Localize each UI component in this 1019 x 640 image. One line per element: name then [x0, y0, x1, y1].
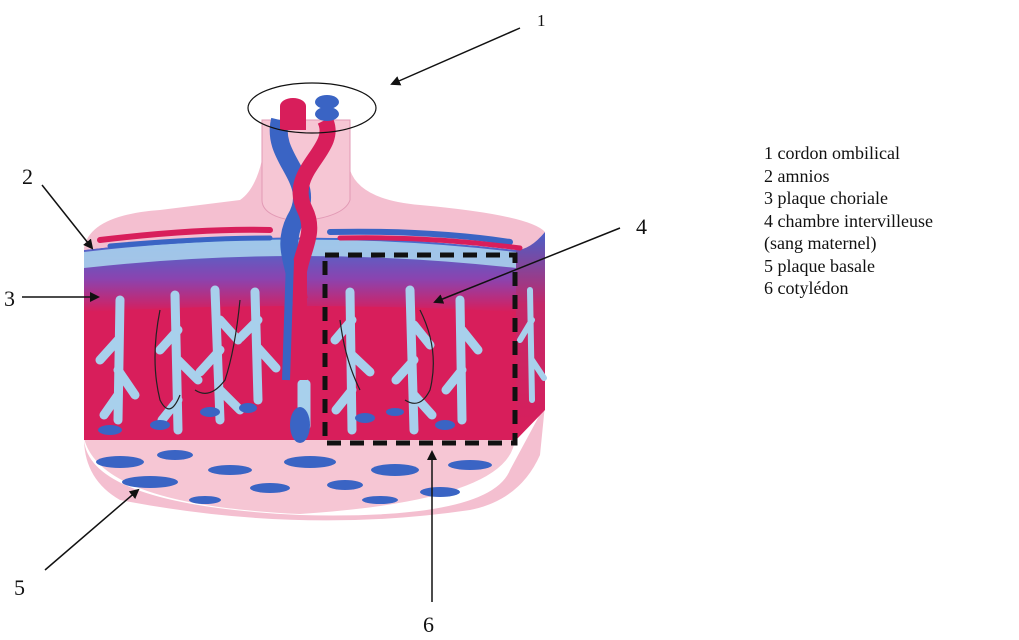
legend-item-amnios: 2 amnios: [764, 165, 933, 188]
arrow-5: [45, 490, 138, 570]
arrow-1: [392, 28, 520, 84]
arrow-2: [42, 185, 92, 248]
legend-item-chambre-intervilleuse: 4 chambre intervilleuse: [764, 210, 933, 233]
legend-item-cordon-ombilical: 1 cordon ombilical: [764, 142, 933, 165]
legend-item-plaque-choriale: 3 plaque choriale: [764, 187, 933, 210]
callout-number-2: 2: [22, 164, 33, 189]
callout-number-6: 6: [423, 612, 434, 637]
legend: 1 cordon ombilical 2 amnios 3 plaque cho…: [764, 142, 933, 300]
callout-number-5: 5: [14, 575, 25, 600]
legend-item-cotyledon: 6 cotylédon: [764, 277, 933, 300]
legend-item-sang-maternel: (sang maternel): [764, 232, 933, 255]
callout-number-4: 4: [636, 214, 647, 239]
callout-number-1: 1: [537, 11, 546, 30]
legend-item-plaque-basale: 5 plaque basale: [764, 255, 933, 278]
callout-number-3: 3: [4, 286, 15, 311]
